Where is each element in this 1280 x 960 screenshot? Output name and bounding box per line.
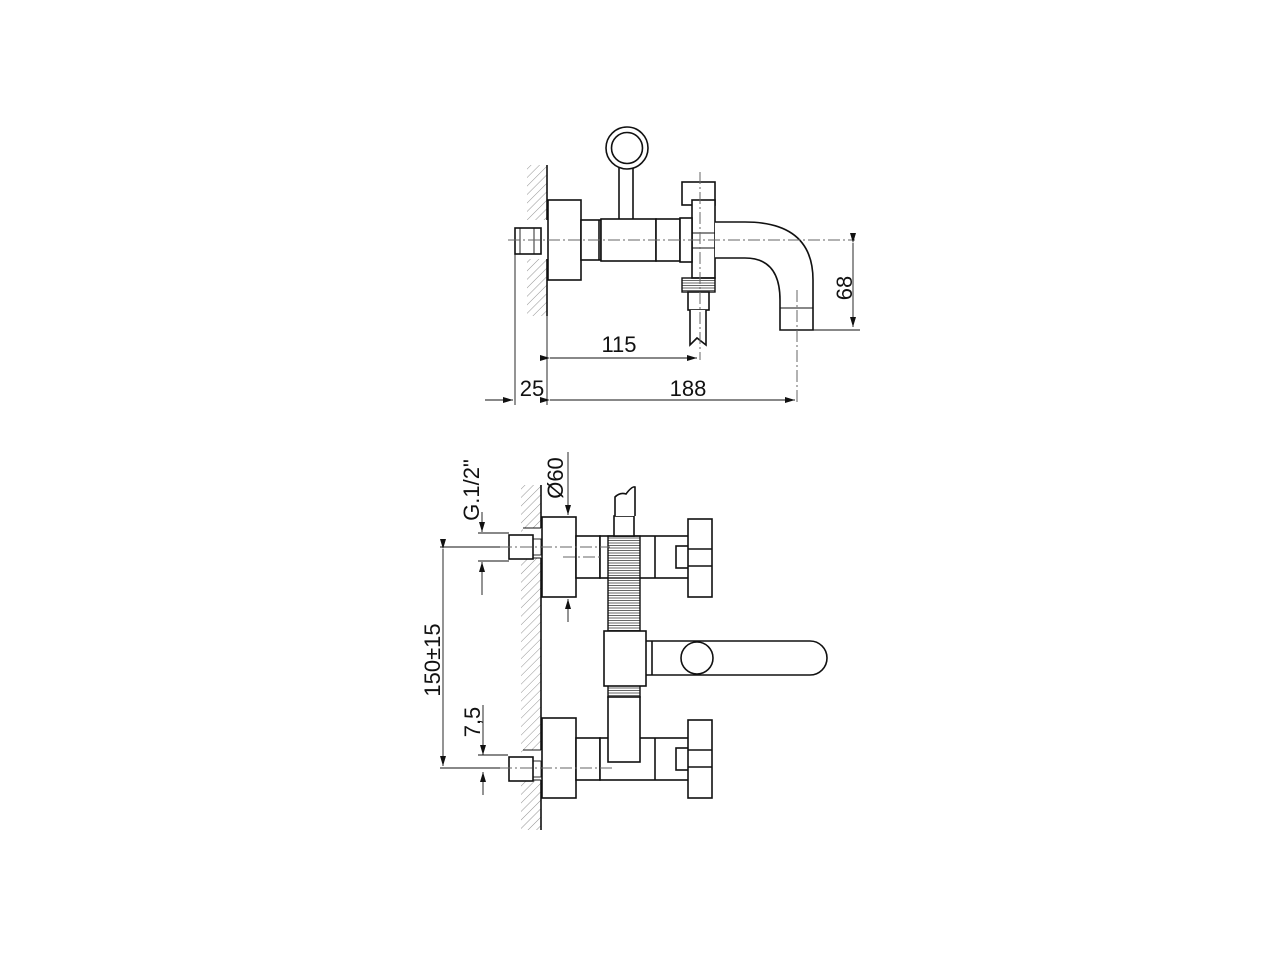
lower-cross-handle [687, 719, 713, 799]
dimension-flange-diameter: Ø60 [543, 452, 571, 622]
mixer-column [607, 535, 641, 763]
dimension-115: 115 [540, 332, 697, 361]
side-view: 68 115 25 188 [485, 126, 860, 405]
dimension-25: 25 [485, 376, 544, 403]
dimension-eccentric: 7,5 [460, 705, 508, 795]
lower-flange [541, 717, 577, 799]
svg-text:115: 115 [601, 332, 636, 357]
hose-outlet [613, 486, 636, 537]
lever-handle [605, 126, 649, 219]
dimension-188: 188 [540, 376, 795, 403]
dimension-inlet-spacing: 150±15 [420, 539, 500, 769]
diverter-block [679, 181, 716, 347]
spout [715, 221, 814, 331]
dimension-68: 68 [832, 233, 857, 327]
inlet-connector [514, 227, 542, 255]
svg-text:25: 25 [520, 376, 544, 401]
svg-text:G.1/2": G.1/2" [459, 459, 484, 521]
svg-text:7,5: 7,5 [460, 707, 485, 738]
svg-text:150±15: 150±15 [420, 623, 445, 696]
svg-text:188: 188 [670, 376, 707, 401]
upper-cross-handle [687, 518, 713, 598]
front-view: G.1/2" Ø60 150±15 7,5 [420, 452, 828, 830]
mixer-body [580, 218, 681, 262]
svg-text:Ø60: Ø60 [543, 457, 568, 499]
dimension-thread: G.1/2" [459, 459, 509, 595]
svg-text:68: 68 [832, 276, 857, 300]
wall-section [527, 165, 548, 316]
lower-inlet [508, 756, 542, 782]
diverter-lever [603, 630, 828, 687]
